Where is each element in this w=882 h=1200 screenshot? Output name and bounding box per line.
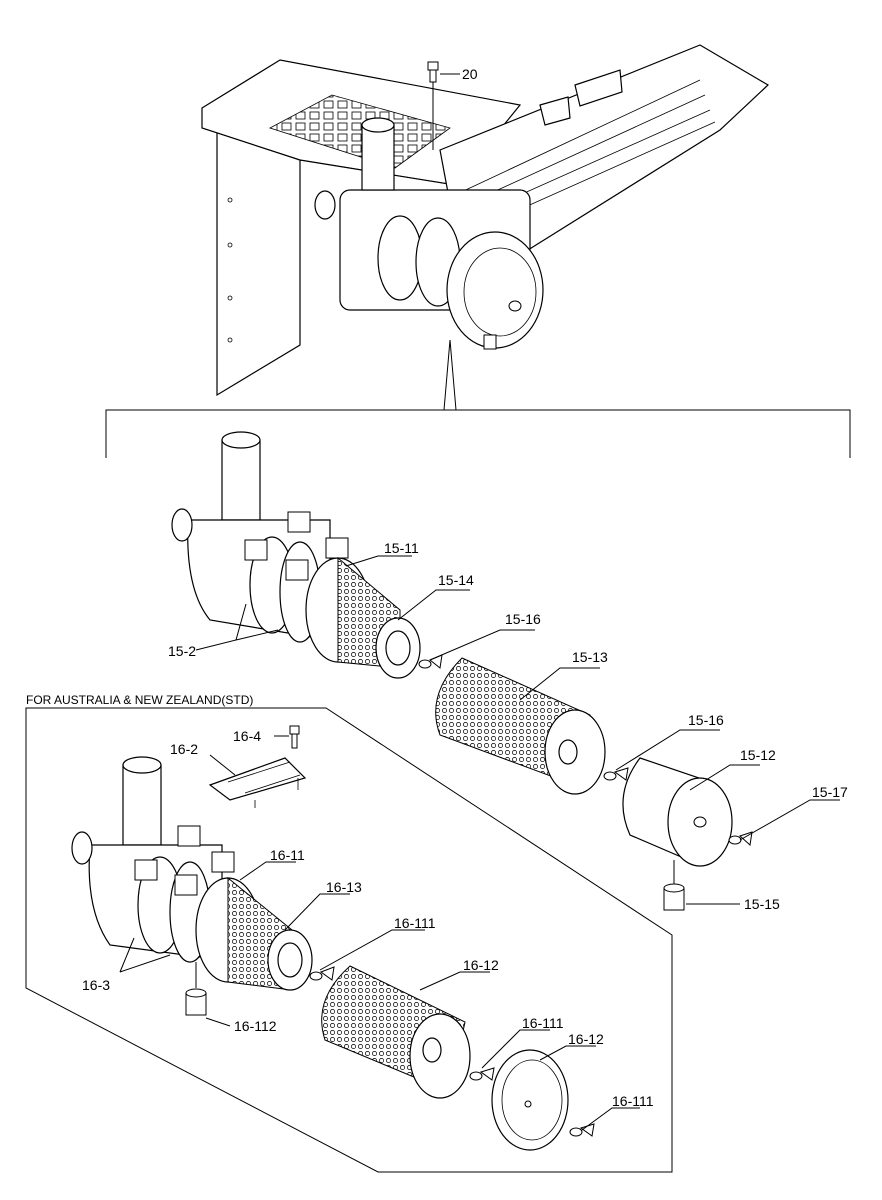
callout-20: 20 [462,66,478,82]
callout-16-12-b: 16-12 [568,1031,604,1047]
bracket-16-2-icon [208,757,307,808]
callout-16-111-b: 16-111 [522,1015,564,1031]
callout-15-13: 15-13 [572,649,608,665]
installed-assembly [201,44,769,397]
callout-15-16-a: 15-16 [505,611,541,627]
callout-16-4: 16-4 [233,728,261,744]
callout-15-2: 15-2 [168,643,196,659]
wing-nut-16-111b-icon [469,1067,495,1081]
callout-16-13: 16-13 [326,879,362,895]
wing-nut-15-17-icon [728,831,753,846]
callout-16-2: 16-2 [170,741,198,757]
callout-15-15: 15-15 [744,896,780,912]
disc-16-12-icon [491,1049,569,1151]
callout-15-11: 15-11 [384,540,419,556]
wing-nut-15-16b-icon [603,767,629,781]
callout-16-112: 16-112 [234,1018,277,1034]
valve-16-112-icon [185,962,207,1016]
callout-16-3: 16-3 [82,977,110,993]
callout-15-16-b: 15-16 [688,712,724,728]
exploded-view-bracket [105,339,851,458]
bolt-20-icon [427,61,439,150]
cover-15-12-icon [622,757,733,867]
callout-16-111-a: 16-111 [394,915,436,931]
wing-nut-16-111-icon [309,966,335,981]
leader-lines [119,73,840,1131]
bolt-16-4-icon [289,725,300,749]
callout-15-14: 15-14 [438,572,474,588]
callout-15-12: 15-12 [740,747,776,763]
callout-16-12-a: 16-12 [463,957,499,973]
variant-note: FOR AUSTRALIA & NEW ZEALAND(STD) [26,693,253,707]
element-15-13-icon [435,657,606,795]
exploded-view-main [171,431,753,911]
callout-labels: 20 15-11 15-14 15-16 15-2 15-13 15-16 15… [82,66,848,1109]
wing-nut-15-16-icon [418,654,443,669]
valve-15-15-icon [663,860,685,911]
callout-16-11: 16-11 [270,847,305,863]
variant-box: FOR AUSTRALIA & NEW ZEALAND(STD) [25,693,673,1173]
element-16-12-icon [321,965,471,1099]
callout-16-111-c: 16-111 [612,1093,654,1109]
callout-15-17: 15-17 [812,784,848,800]
